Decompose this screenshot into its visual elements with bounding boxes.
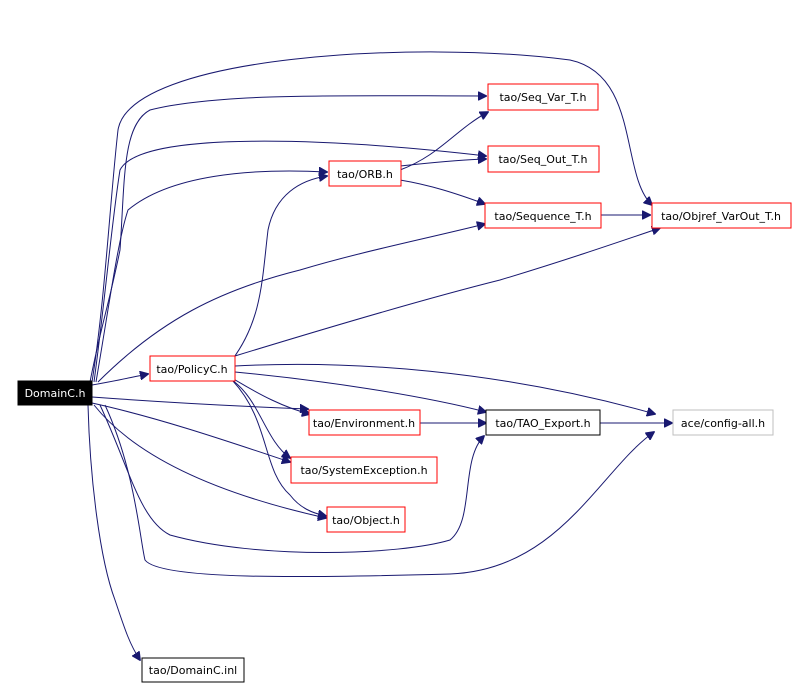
edge-policyc-to-objref-varout-t — [234, 228, 660, 357]
node-label: tao/DomainC.inl — [149, 664, 237, 677]
edge-domainc-to-seq-var-t — [89, 96, 486, 383]
node-domainc-h[interactable]: DomainC.h — [17, 380, 93, 406]
node-label: tao/ORB.h — [337, 168, 393, 181]
node-label: tao/TAO_Export.h — [495, 417, 590, 430]
node-label: DomainC.h — [25, 387, 86, 400]
node-label: tao/Seq_Var_T.h — [499, 91, 586, 104]
node-label: tao/Object.h — [332, 514, 400, 527]
node-environment-h[interactable]: tao/Environment.h — [308, 409, 421, 436]
edge-policyc-to-orb — [231, 176, 327, 361]
edge-domainc-to-objref-varout-t — [91, 51, 652, 383]
edge-orb-to-sequence-t — [399, 179, 485, 204]
edge-policyc-to-object — [231, 379, 326, 516]
edge-domainc-to-config-all — [104, 404, 654, 578]
node-domainc-inl[interactable]: tao/DomainC.inl — [141, 657, 245, 683]
node-label: tao/SystemException.h — [300, 464, 427, 477]
edge-domainc-to-orb — [95, 171, 327, 383]
edge-domainc-to-tao-export — [99, 404, 484, 553]
edge-domainc-to-object — [93, 404, 326, 518]
node-systemexception-h[interactable]: tao/SystemException.h — [290, 456, 438, 484]
node-label: ace/config-all.h — [681, 417, 765, 430]
node-objref-varout-t[interactable]: tao/Objref_VarOut_T.h — [651, 202, 792, 229]
edge-domainc-to-sequence-t — [97, 224, 485, 383]
node-sequence-t[interactable]: tao/Sequence_T.h — [484, 202, 602, 229]
node-tao-export-h[interactable]: tao/TAO_Export.h — [485, 409, 601, 436]
node-label: tao/Sequence_T.h — [494, 210, 591, 223]
node-object-h[interactable]: tao/Object.h — [326, 506, 406, 533]
edge-domainc-to-seq-out-t — [93, 140, 486, 383]
node-policyc-h[interactable]: tao/PolicyC.h — [149, 355, 236, 382]
edge-domainc-to-policyc — [91, 374, 148, 386]
node-orb-h[interactable]: tao/ORB.h — [328, 160, 402, 187]
edge-orb-to-seq-out-t — [399, 159, 486, 167]
edges — [87, 51, 672, 660]
node-label: tao/Environment.h — [313, 417, 415, 430]
edge-domainc-to-systemexception — [91, 402, 290, 462]
edge-policyc-to-environment — [231, 377, 310, 414]
node-label: tao/PolicyC.h — [156, 363, 227, 376]
edge-domainc-to-environment — [91, 396, 308, 409]
edge-domainc-to-domainc-inl — [87, 404, 140, 660]
edge-policyc-to-config-all — [234, 363, 655, 414]
node-label: tao/Objref_VarOut_T.h — [661, 210, 781, 223]
node-seq-out-t[interactable]: tao/Seq_Out_T.h — [487, 145, 600, 173]
node-label: tao/Seq_Out_T.h — [498, 153, 587, 166]
edge-policyc-to-systemexception — [231, 379, 290, 458]
node-seq-var-t[interactable]: tao/Seq_Var_T.h — [487, 83, 599, 111]
node-config-all-h[interactable]: ace/config-all.h — [672, 409, 774, 436]
edge-policyc-to-tao-export — [234, 371, 486, 412]
